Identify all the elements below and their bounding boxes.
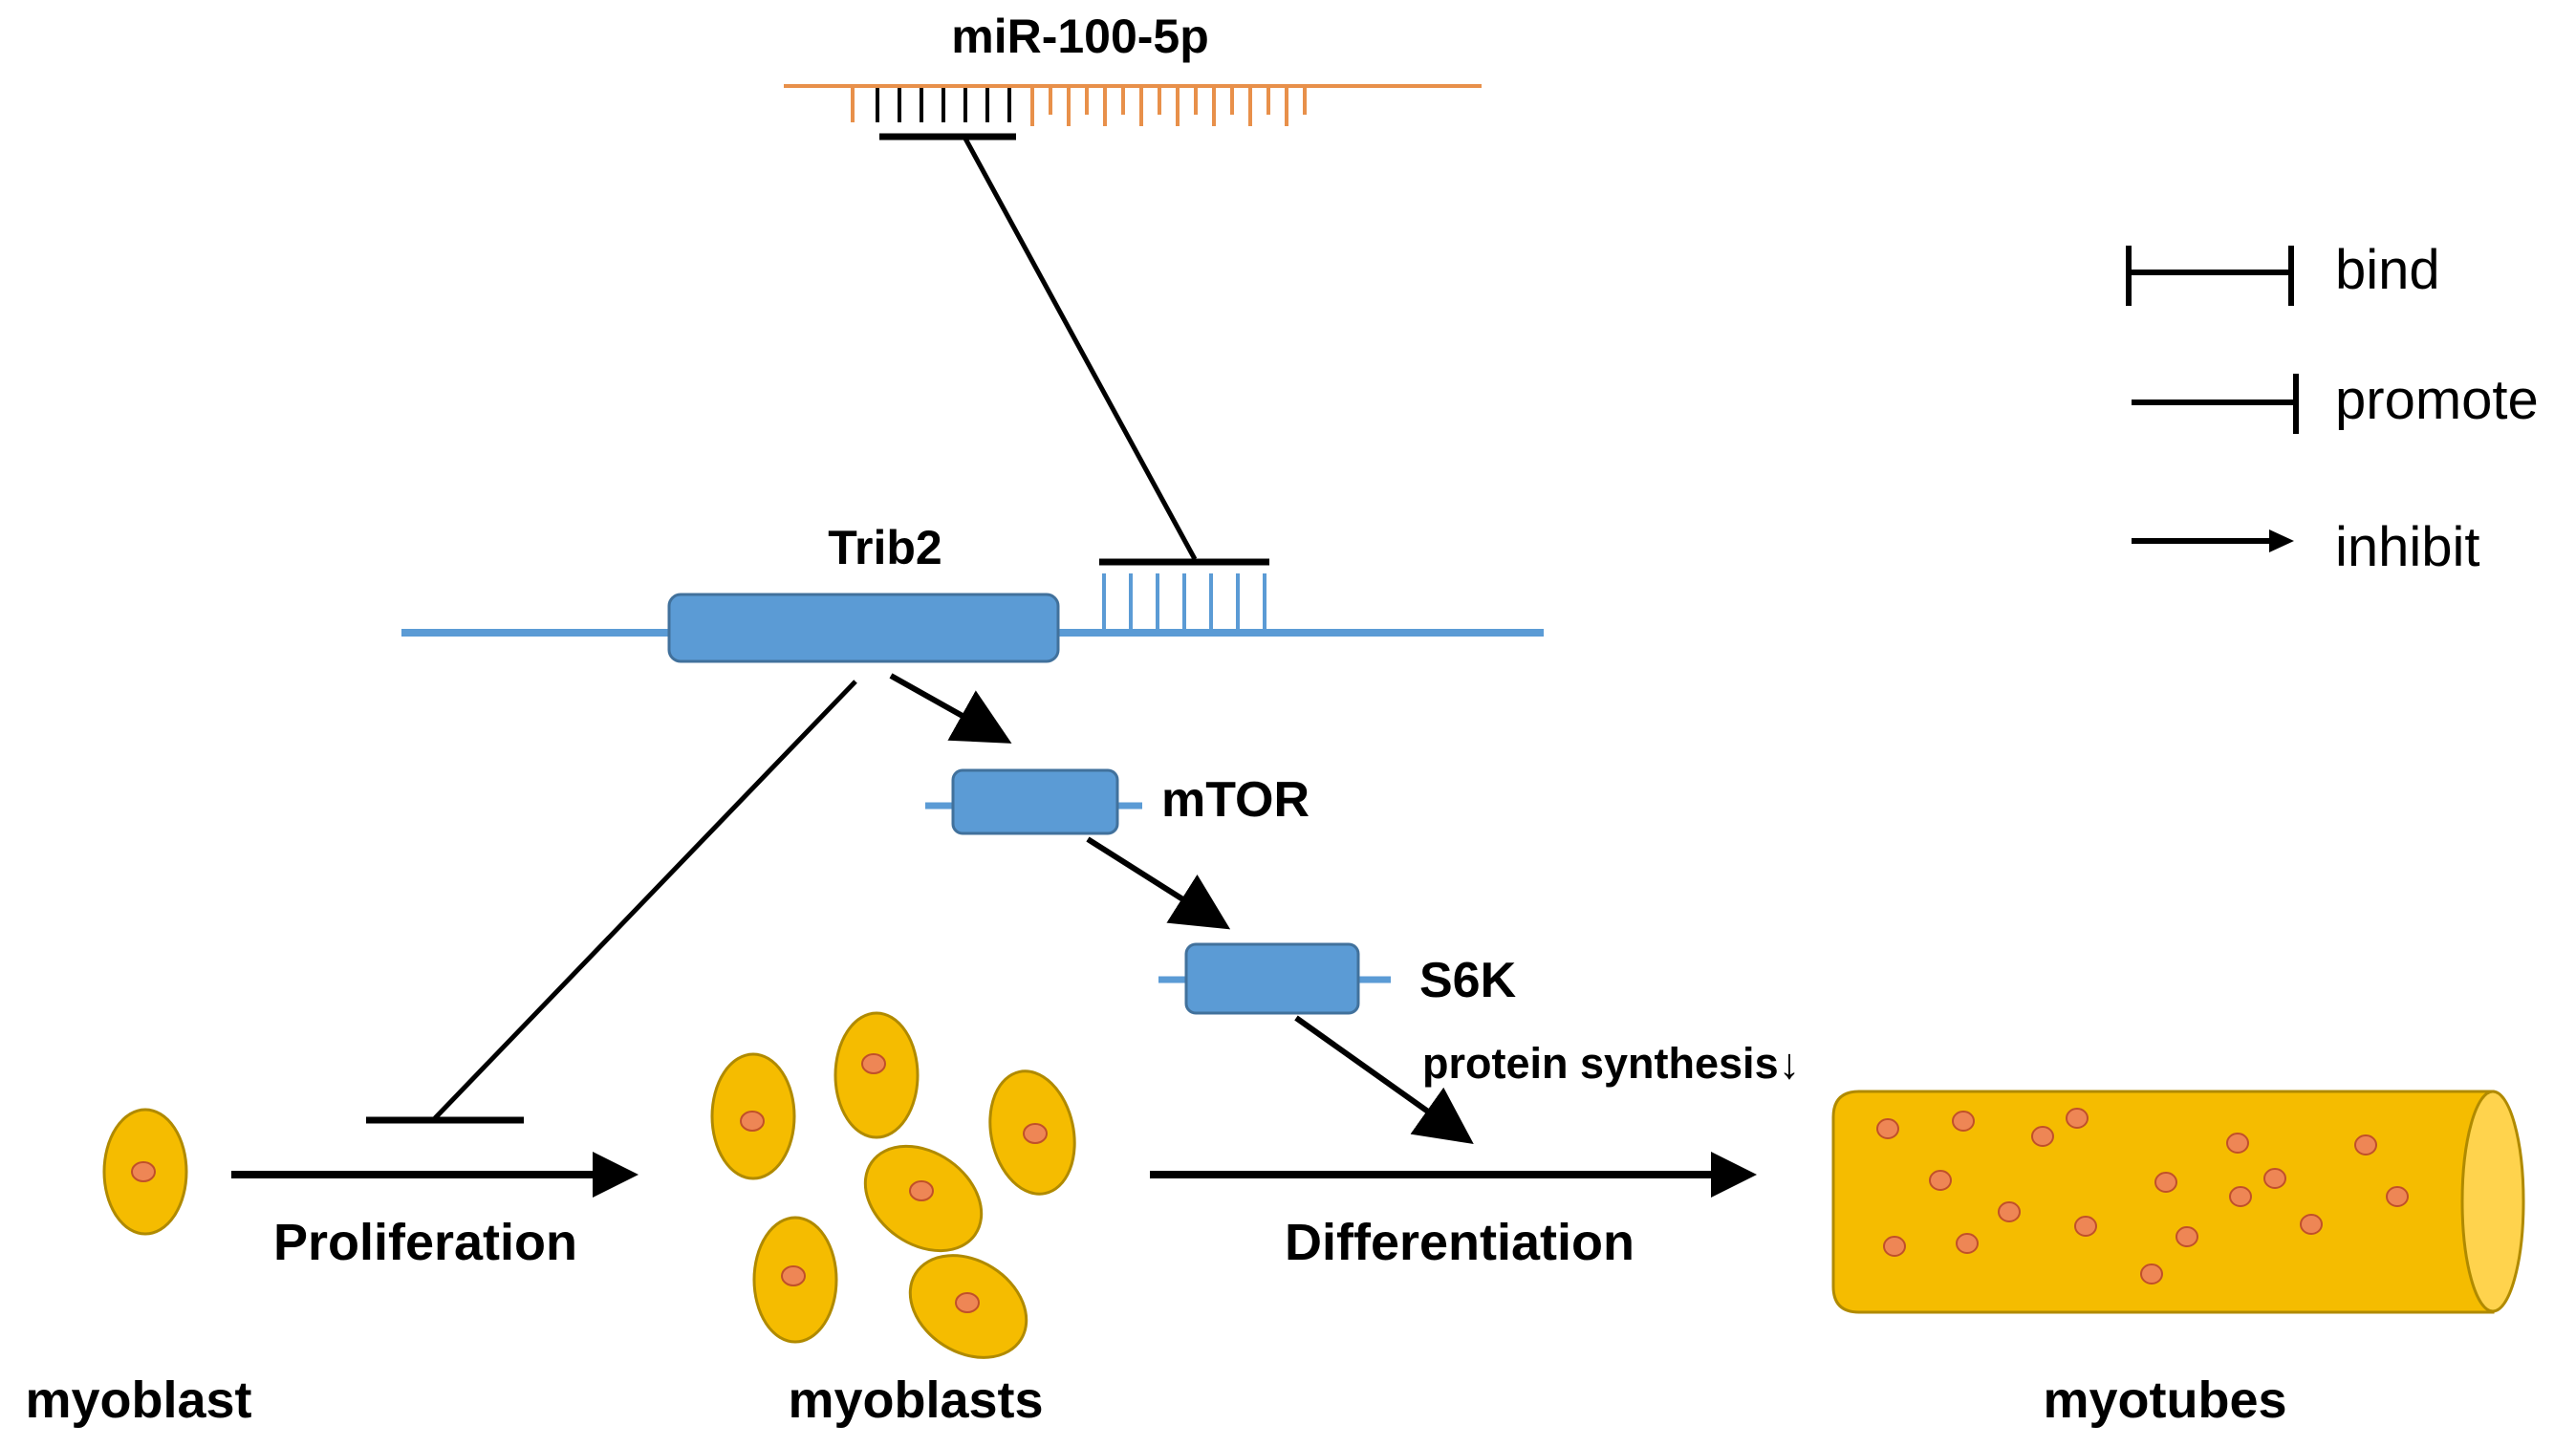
legend-item-promote: promote [2132, 369, 2539, 434]
tbar-both-ends-icon [2126, 246, 2294, 306]
nucleus [2226, 1133, 2249, 1154]
mirna-tail-ticks [851, 88, 1307, 126]
mirna-seed-ticks [876, 88, 1011, 122]
s6k-gene [1158, 942, 1391, 1015]
nucleus [1952, 1111, 1975, 1132]
s6k-box [1184, 942, 1360, 1015]
myoblast-cell [988, 1069, 1076, 1196]
nucleus [2140, 1263, 2163, 1285]
protein-synthesis-label: protein synthesis↓ [1422, 1039, 1800, 1088]
tbar-icon [2132, 374, 2299, 434]
trib2-label: Trib2 [828, 521, 942, 574]
nucleus [2176, 1226, 2198, 1247]
legend-label-inhibit: inhibit [2335, 516, 2480, 578]
trib2-mtor-arrow [889, 673, 1012, 744]
s6k-label: S6K [1419, 953, 1517, 1008]
mirna-label: miR-100-5p [951, 10, 1209, 63]
mtor-s6k-arrow [1086, 836, 1231, 930]
proliferation-label: Proliferation [273, 1214, 577, 1271]
myoblasts-label: myoblasts [788, 1371, 1043, 1429]
nucleus [2263, 1168, 2286, 1189]
trib2-proliferation-line [433, 680, 857, 1120]
nucleus [2074, 1216, 2097, 1237]
nucleus [2354, 1134, 2377, 1155]
myoblast-label: myoblast [25, 1371, 251, 1429]
arrow-icon [2132, 529, 2294, 552]
nucleus [2300, 1214, 2323, 1235]
myoblast-cell [752, 1216, 838, 1344]
nucleus [1929, 1170, 1952, 1191]
trib2-box [667, 593, 1060, 663]
differentiation-label: Differentiation [1285, 1214, 1634, 1271]
protein-synthesis-text: protein synthesis [1422, 1039, 1779, 1088]
mtor-box [951, 768, 1119, 835]
nucleus [2066, 1108, 2089, 1129]
myotube-end [2460, 1090, 2525, 1313]
nucleus [2031, 1126, 2054, 1147]
mtor-gene [925, 768, 1142, 835]
myotube-nuclei [1876, 1108, 2409, 1285]
nucleus [2386, 1186, 2409, 1207]
myoblast-cell [863, 1144, 984, 1253]
legend-item-inhibit: inhibit [2132, 516, 2480, 578]
legend-item-bind: bind [2126, 239, 2440, 306]
nucleus [131, 1161, 156, 1182]
myotube-body [1831, 1090, 2495, 1314]
myoblast-cell [710, 1052, 796, 1180]
mirna-strand [784, 84, 1482, 140]
nucleus [1956, 1233, 1979, 1254]
protein-synthesis-down-arrow-icon: ↓ [1779, 1039, 1801, 1088]
trib2-gene [401, 573, 1544, 663]
s6k-differentiation-arrow [1294, 1015, 1474, 1144]
myotubes-label: myotubes [2043, 1371, 2286, 1429]
nucleus [1883, 1236, 1906, 1257]
legend-label-promote: promote [2335, 369, 2539, 431]
nucleus [2229, 1186, 2252, 1207]
myoblasts-cluster [710, 1011, 1076, 1359]
myoblast-cell [833, 1011, 920, 1139]
nucleus [2154, 1172, 2177, 1193]
trib2-binding-site-ticks [1102, 573, 1266, 629]
nucleus [1998, 1201, 2021, 1222]
legend-label-bind: bind [2335, 239, 2440, 301]
nucleus [1876, 1118, 1899, 1139]
mtor-label: mTOR [1161, 772, 1310, 828]
legend: bind promote inhibit [2126, 239, 2539, 578]
myoblast-cell [102, 1108, 188, 1236]
myoblast-cell [908, 1254, 1028, 1359]
myotube [1831, 1090, 2525, 1314]
mirna-trib2-bind-line [963, 137, 1198, 561]
